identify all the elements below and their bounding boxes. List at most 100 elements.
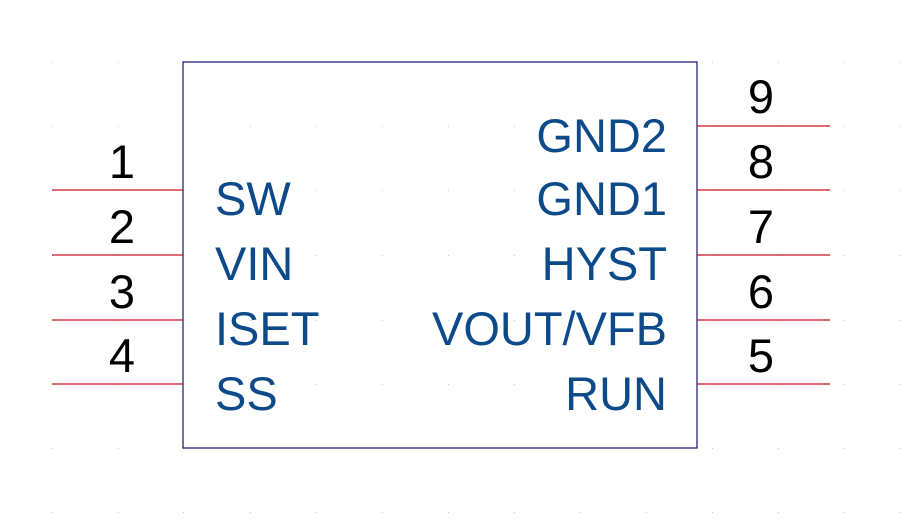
pin-number: 7 [748,200,774,253]
pin-number: 8 [748,135,774,188]
grid-dot [646,384,647,385]
pin-5[interactable]: 5 RUN [565,329,830,420]
grid-dot [580,190,581,191]
grid-dot [448,320,449,321]
pin-number: 3 [109,265,135,318]
grid-dot [514,126,515,127]
grid-dot [448,190,449,191]
grid-dot [448,255,449,256]
grid-dot [52,448,53,449]
grid-dot [900,126,901,127]
grid-dot [646,190,647,191]
pin-label: GND1 [536,172,667,225]
grid-dot [900,255,901,256]
grid-dot [250,512,251,513]
grid-dot [712,448,713,449]
grid-dot [778,62,779,63]
pin-number: 4 [109,329,135,382]
grid-dot [580,512,581,513]
grid-dot [900,512,901,513]
grid-dot [316,190,317,191]
pin-1[interactable]: 1 SW [52,135,291,225]
grid-dot [316,320,317,321]
grid-dot [382,190,383,191]
grid-dot [118,126,119,127]
pin-9[interactable]: 9 GND2 [536,70,830,162]
grid-dot [778,448,779,449]
grid-dot [250,384,251,385]
grid-dot [382,255,383,256]
pin-2[interactable]: 2 VIN [52,200,293,290]
grid-dot [316,126,317,127]
grid-dot [316,512,317,513]
pin-label: HYST [542,237,667,290]
pin-label: SW [215,172,291,225]
pin-number: 2 [109,200,135,253]
grid-dot [250,190,251,191]
grid-dot [844,255,845,256]
grid-dot [900,384,901,385]
pin-4[interactable]: 4 SS [52,329,278,420]
pin-label: VIN [215,237,293,290]
pin-number: 6 [748,265,774,318]
pin-label: GND2 [536,109,667,162]
pin-3[interactable]: 3 ISET [52,265,319,355]
pin-8[interactable]: 8 GND1 [536,135,830,225]
grid-dot [580,384,581,385]
grid-dot [250,255,251,256]
grid-dot [514,320,515,321]
grid-dot [646,255,647,256]
grid-dot [183,512,184,513]
grid-dot [844,320,845,321]
grid-dot [646,126,647,127]
grid-dot [250,126,251,127]
pin-label: ISET [215,302,319,355]
grid-dot [844,126,845,127]
grid-dot [250,320,251,321]
grid-dot [712,512,713,513]
grid-dot [382,126,383,127]
grid-dot [316,255,317,256]
grid-dot [900,62,901,63]
grid-dot [514,255,515,256]
grid-dot [118,512,119,513]
grid-dot [900,190,901,191]
grid-dot [646,512,647,513]
grid-dot [580,255,581,256]
grid-dot [118,62,119,63]
pin-label: VOUT/VFB [432,302,667,355]
pin-label: RUN [565,367,667,420]
pin-number: 1 [109,135,135,188]
pin-number: 9 [748,70,774,123]
grid-dot [646,320,647,321]
grid-dot [900,448,901,449]
grid-dot [118,448,119,449]
grid-dot [514,190,515,191]
pin-6[interactable]: 6 VOUT/VFB [432,265,830,355]
grid-dot [52,512,53,513]
grid-dot [316,384,317,385]
grid-dot [712,62,713,63]
grid-dot [448,126,449,127]
pin-7[interactable]: 7 HYST [542,200,830,290]
grid-dot [580,126,581,127]
grid-dot [514,512,515,513]
grid-dot [448,512,449,513]
pin-number: 5 [748,329,774,382]
grid-dot [844,384,845,385]
grid-dot [382,384,383,385]
grid-dot [580,320,581,321]
grid-dot [514,384,515,385]
grid-dot [448,384,449,385]
pin-label: SS [215,367,278,420]
grid-dot [382,512,383,513]
grid-dot [844,512,845,513]
grid-dot [844,62,845,63]
grid-dot [778,512,779,513]
grid-dot [52,62,53,63]
grid-dot [844,190,845,191]
grid-dot [382,320,383,321]
grid-dot [844,448,845,449]
grid-dot [900,320,901,321]
